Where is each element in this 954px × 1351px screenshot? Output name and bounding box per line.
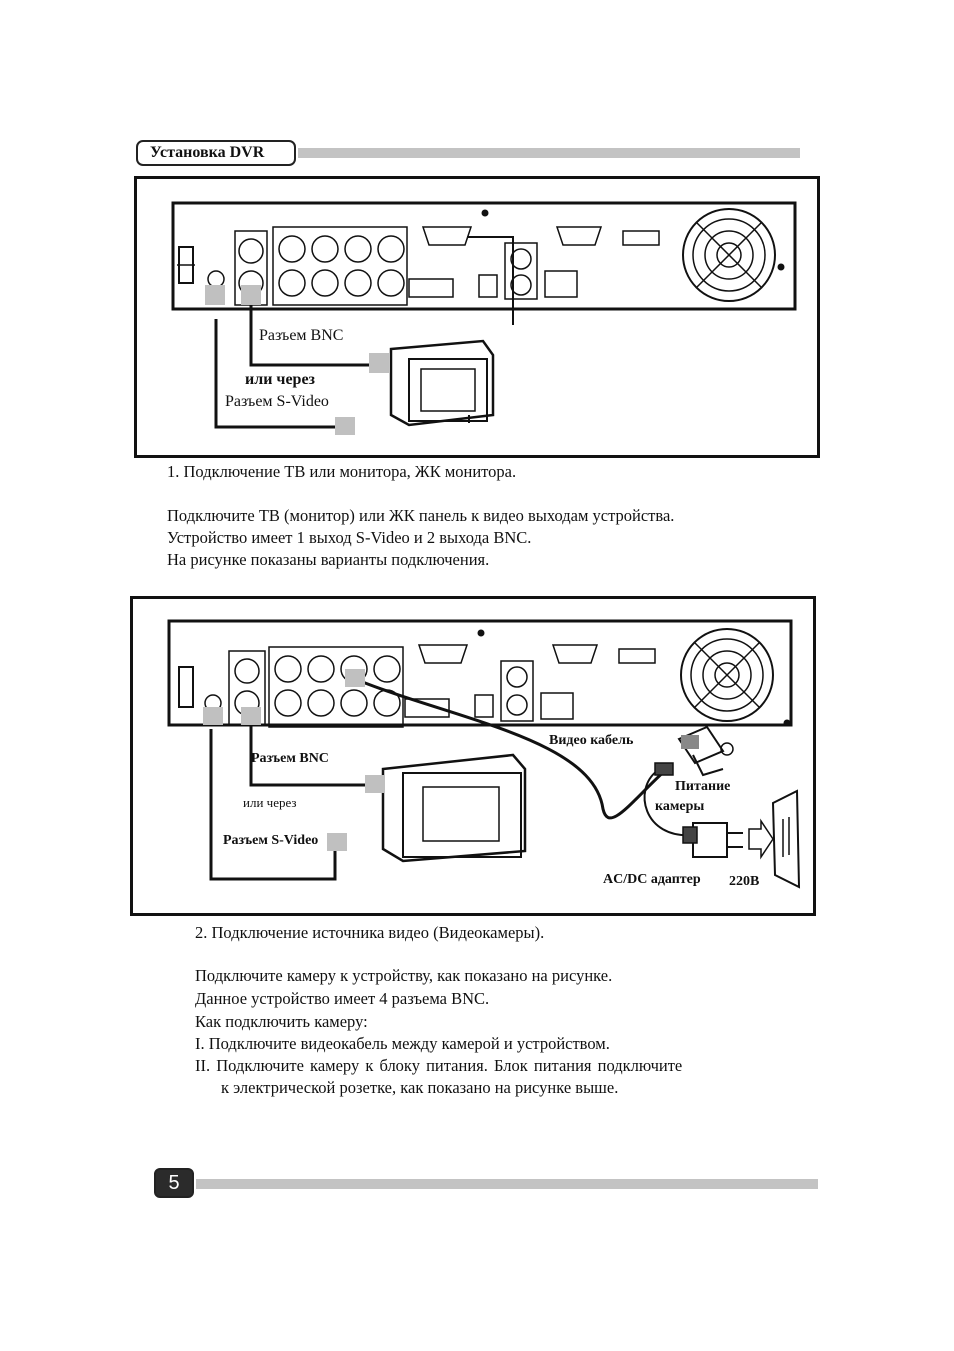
section1-line-2: Устройство имеет 1 выход S-Video и 2 вых…: [167, 528, 532, 547]
section2-line-3: Как подключить камеру:: [195, 1012, 368, 1031]
section1-caption: 1. Подключение ТВ или монитора, ЖК монит…: [167, 462, 517, 481]
section-title: Установка DVR: [136, 140, 296, 166]
label-or: или через: [243, 795, 297, 810]
figure-tv-connection: Разъем BNC или через Разъем S-Video: [134, 176, 820, 458]
label-or: или через: [245, 371, 315, 388]
section2-caption: 2. Подключение источника видео (Видеокам…: [195, 923, 545, 942]
dvr-rear-panel-diagram-2: [167, 619, 801, 889]
section2-line-1: Подключите камеру к устройству, как пока…: [195, 966, 613, 985]
header-rule: [298, 148, 800, 158]
label-camera-power-2: камеры: [655, 799, 705, 814]
label-adapter: AC/DC адаптер: [603, 872, 701, 887]
page-number: 5: [154, 1168, 194, 1198]
section2-line-6: к электрической розетке, как показано на…: [221, 1078, 619, 1097]
label-camera-power-1: Питание: [675, 779, 731, 794]
section1-line-3: На рисунке показаны варианты подключения…: [167, 550, 490, 569]
dvr-rear-panel-diagram-1: [171, 201, 797, 435]
section1-line-1: Подключите ТВ (монитор) или ЖК панель к …: [167, 506, 675, 525]
figure-camera-connection: Видео кабель Разъем BNC или через Разъем…: [130, 596, 816, 916]
section2-line-2: Данное устройство имеет 4 разъема BNC.: [195, 989, 490, 1008]
label-video-cable: Видео кабель: [549, 733, 634, 748]
label-bnc: Разъем BNC: [251, 751, 329, 766]
footer-rule: [196, 1179, 818, 1189]
label-voltage: 220В: [729, 874, 760, 889]
section2-line-5: II. Подключите камеру к блоку питания. Б…: [195, 1056, 683, 1075]
label-svideo: Разъем S-Video: [223, 833, 319, 848]
label-bnc: Разъем BNC: [259, 327, 344, 344]
label-svideo: Разъем S-Video: [225, 393, 329, 410]
section2-line-4: I. Подключите видеокабель между камерой …: [195, 1034, 610, 1053]
